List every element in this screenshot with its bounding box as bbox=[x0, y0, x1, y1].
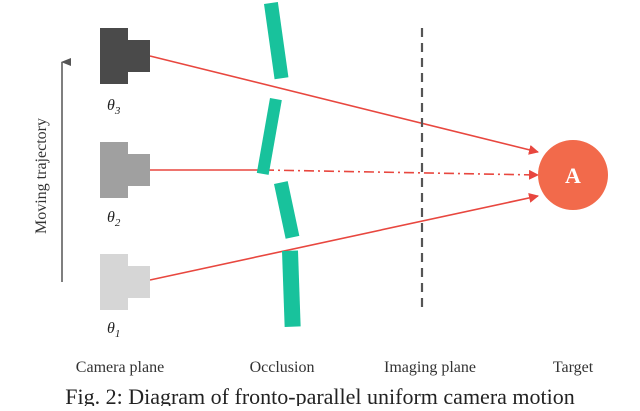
label-imaging-plane: Imaging plane bbox=[384, 359, 476, 376]
occlusion-segment bbox=[274, 181, 300, 239]
label-camera-plane: Camera plane bbox=[76, 359, 164, 376]
label-target: Target bbox=[553, 359, 594, 376]
camera-2-label: θ2 bbox=[107, 209, 121, 229]
camera-1-label: θ1 bbox=[107, 320, 120, 340]
ray-camera-2-dashed bbox=[263, 169, 539, 180]
camera-2-body bbox=[100, 142, 128, 198]
camera-2-lens bbox=[128, 154, 150, 186]
camera-1-body bbox=[100, 254, 128, 310]
target-circle bbox=[538, 140, 608, 210]
label-occlusion: Occlusion bbox=[250, 359, 315, 376]
camera-3: θ3 bbox=[100, 28, 150, 117]
figure-caption: Fig. 2: Diagram of fronto-parallel unifo… bbox=[65, 384, 575, 406]
occlusion-segment bbox=[282, 250, 301, 327]
occlusion-group bbox=[256, 2, 301, 327]
camera-1: θ1 bbox=[100, 254, 150, 340]
camera-3-lens bbox=[128, 40, 150, 72]
ray-camera-1 bbox=[149, 193, 539, 281]
camera-2: θ2 bbox=[100, 142, 150, 229]
camera-3-body bbox=[100, 28, 128, 84]
occlusion-segment bbox=[256, 98, 282, 175]
trajectory-label: Moving trajectory bbox=[33, 118, 50, 234]
target-label: A bbox=[565, 163, 581, 188]
occlusion-segment bbox=[264, 2, 289, 80]
camera-3-label: θ3 bbox=[107, 97, 121, 117]
ray-camera-3 bbox=[149, 55, 539, 155]
camera-1-lens bbox=[128, 266, 150, 298]
